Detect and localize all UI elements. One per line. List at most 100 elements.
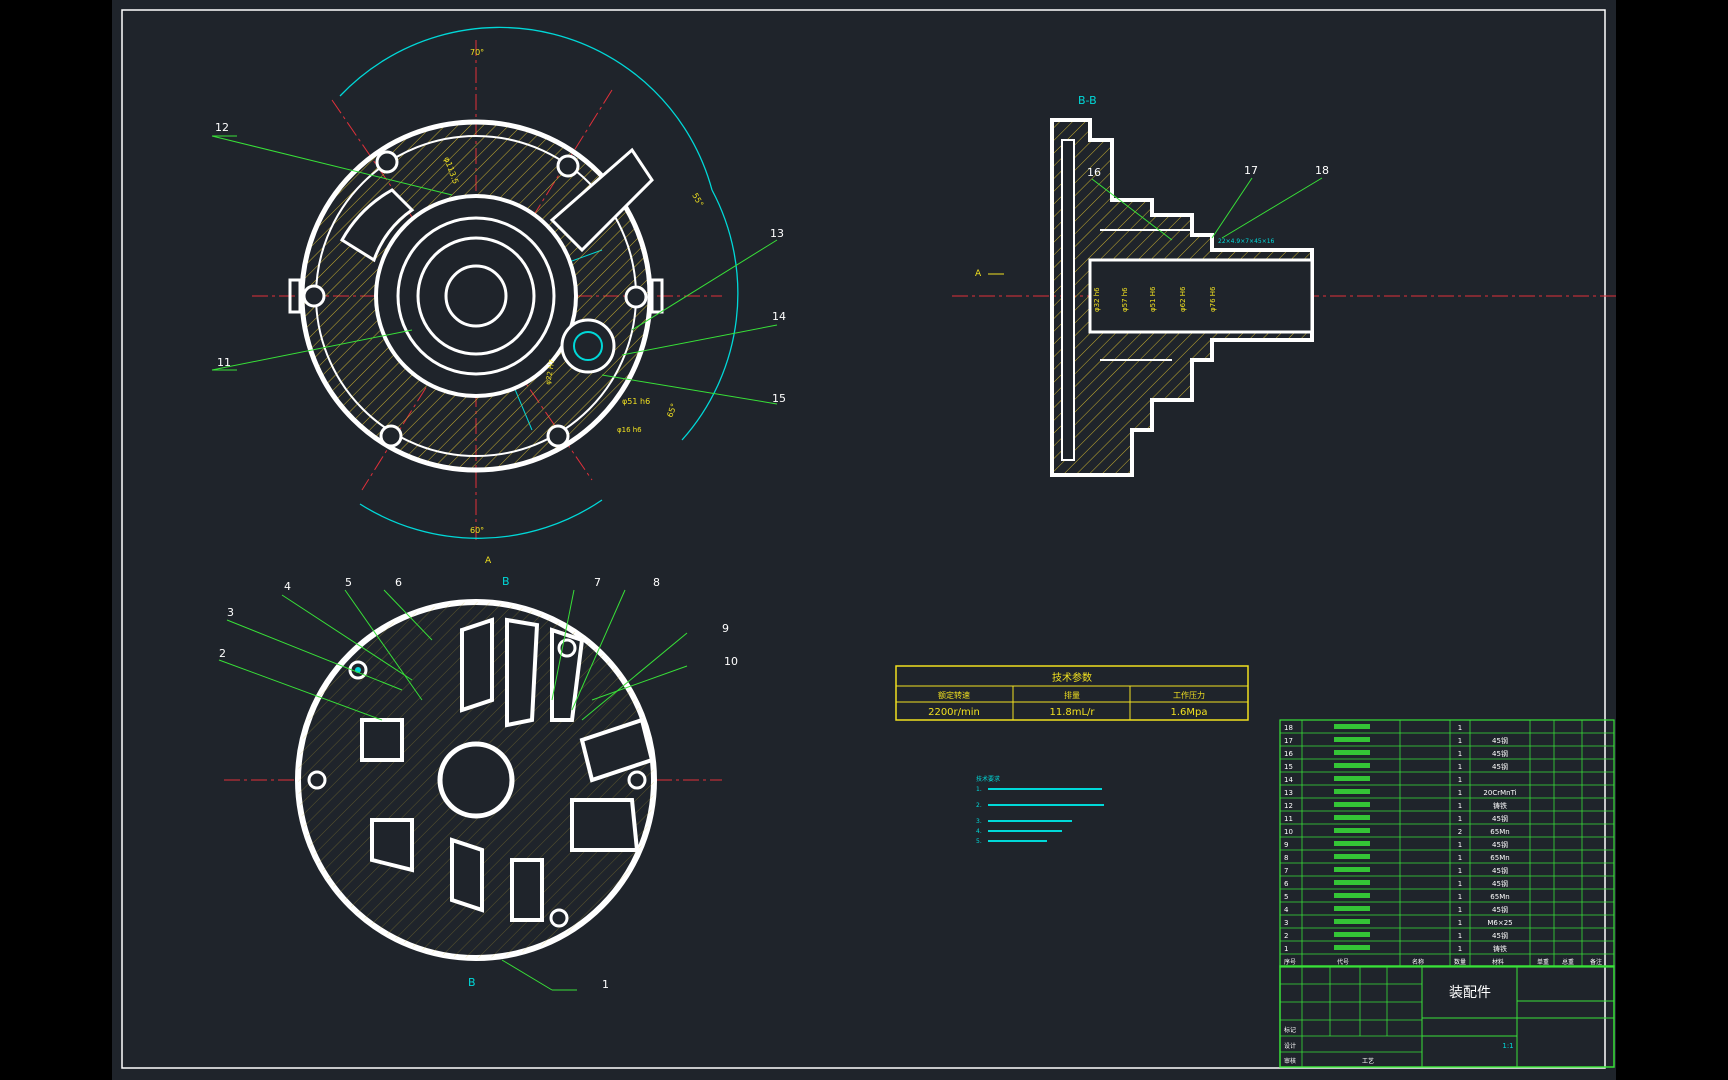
leader-10	[591, 665, 688, 701]
leader-13	[631, 239, 778, 331]
bom-row-number: 3	[1284, 919, 1288, 927]
bom-row-name-text	[1334, 867, 1370, 872]
bom-row-material: 65Mn	[1490, 828, 1509, 836]
bolt-hole	[375, 150, 399, 174]
bom-row-name-text	[1334, 880, 1370, 885]
notes-line-4: 4.	[976, 828, 982, 835]
central-bore	[444, 264, 508, 328]
section-dim-5: φ76 H6	[1209, 286, 1217, 312]
bom-row-number: 14	[1284, 776, 1293, 784]
leader-5	[344, 589, 423, 701]
bore-ring-mid	[396, 216, 556, 376]
section-shaft	[1088, 258, 1314, 334]
lug-left	[288, 278, 302, 314]
bom-row-name-text	[1334, 945, 1370, 950]
bom-header: 代号	[1337, 958, 1349, 966]
leader-18	[1221, 177, 1323, 239]
bom-row-name-text	[1334, 906, 1370, 911]
bom-row-number: 11	[1284, 815, 1293, 823]
bom-row-name-text	[1334, 893, 1370, 898]
pocket	[510, 858, 544, 922]
bom-row-number: 6	[1284, 880, 1289, 888]
bom-row-qty: 1	[1458, 841, 1462, 849]
params-title: 技术参数	[1052, 671, 1092, 684]
params-header-displacement: 排量	[1064, 690, 1080, 700]
bom-row-name-text	[1334, 854, 1370, 859]
bom-row-qty: 1	[1458, 763, 1462, 771]
params-header-speed: 额定转速	[938, 690, 970, 700]
bom-row-number: 2	[1284, 932, 1288, 940]
balloon-11: 11	[217, 356, 231, 369]
bom-row-name-text	[1334, 724, 1370, 729]
leader-4	[281, 594, 413, 681]
notes-line-1: 1.	[976, 786, 982, 793]
balloon-8: 8	[653, 576, 660, 589]
title-row-review: 审核	[1284, 1057, 1296, 1065]
bolt-hole	[624, 285, 648, 309]
sheet-border	[121, 9, 1606, 1069]
bolt-hole	[556, 154, 580, 178]
bom-row-qty: 1	[1458, 919, 1462, 927]
bom-row-qty: 1	[1458, 815, 1462, 823]
angle-arc-top	[339, 26, 713, 191]
section-dim-1: φ32 h6	[1093, 287, 1101, 312]
bolt-hole	[546, 424, 570, 448]
balloon-16: 16	[1087, 166, 1101, 179]
leader-16	[1091, 178, 1173, 241]
bom-row-number: 16	[1284, 750, 1293, 758]
bom-row-name-text	[1334, 932, 1370, 937]
title-grid	[1280, 966, 1422, 1067]
rib-slot	[549, 147, 654, 253]
bom-row-material: 45钢	[1492, 814, 1508, 823]
bom-row-material: 45钢	[1492, 866, 1508, 875]
bom-row-material: 45钢	[1492, 879, 1508, 888]
dim-d16: φ16 h6	[617, 426, 642, 434]
bom-header: 数量	[1454, 958, 1466, 966]
bom-row-number: 8	[1284, 854, 1288, 862]
section-dim-4: φ62 H6	[1179, 286, 1187, 312]
bom-row-qty: 1	[1458, 789, 1462, 797]
leader-12	[211, 135, 453, 196]
technical-notes: 技术要求 1. 2. 3. 4. 5.	[976, 775, 1104, 845]
bom-row-qty: 1	[1458, 724, 1462, 732]
title-row-mark: 标记	[1284, 1026, 1296, 1034]
title-frame	[1279, 965, 1615, 1068]
balloon-18: 18	[1315, 164, 1329, 177]
pocket	[460, 617, 494, 713]
lug-right	[650, 278, 664, 314]
bom-row-number: 1	[1284, 945, 1288, 953]
bom-row-number: 4	[1284, 906, 1289, 914]
bom-header: 材料	[1492, 958, 1504, 966]
bolt-hole	[379, 424, 403, 448]
pocket	[505, 617, 540, 728]
notes-line-5: 5.	[976, 838, 982, 845]
bom-row-material: 铸铁	[1493, 944, 1507, 953]
bore-ring-outer	[374, 194, 578, 398]
bom-row-material: 65Mn	[1490, 854, 1509, 862]
drawing-name: 装配件	[1449, 985, 1491, 1001]
bom-row-number: 13	[1284, 789, 1293, 797]
cut-left-label: A	[975, 269, 982, 279]
bom-row-name-text	[1334, 815, 1370, 820]
pocket	[450, 837, 484, 913]
bom-row-number: 9	[1284, 841, 1288, 849]
dim-d51: φ51 h6	[622, 397, 650, 406]
bom-row-qty: 2	[1458, 828, 1462, 836]
title-block: 装配件 1:1 标记 设计 审核 工艺	[1279, 965, 1615, 1068]
bom-row-material: M6×25	[1487, 919, 1512, 927]
bom-row-number: 7	[1284, 867, 1288, 875]
bottom-bolt	[627, 770, 647, 790]
bom-row-qty: 1	[1458, 776, 1462, 784]
balloon-15: 15	[772, 392, 786, 405]
balloon-5: 5	[345, 576, 352, 589]
outer-rim	[299, 119, 653, 473]
leader-3	[226, 619, 403, 691]
balloon-1: 1	[602, 978, 609, 991]
bom-frame	[1279, 719, 1615, 968]
bom-header: 总重	[1562, 958, 1574, 966]
pocket	[360, 718, 404, 762]
bom-row-qty: 1	[1458, 906, 1462, 914]
bom-header: 名称	[1412, 958, 1424, 966]
bottom-view: A B B	[218, 556, 738, 991]
title-row-design: 设计	[1284, 1042, 1296, 1050]
